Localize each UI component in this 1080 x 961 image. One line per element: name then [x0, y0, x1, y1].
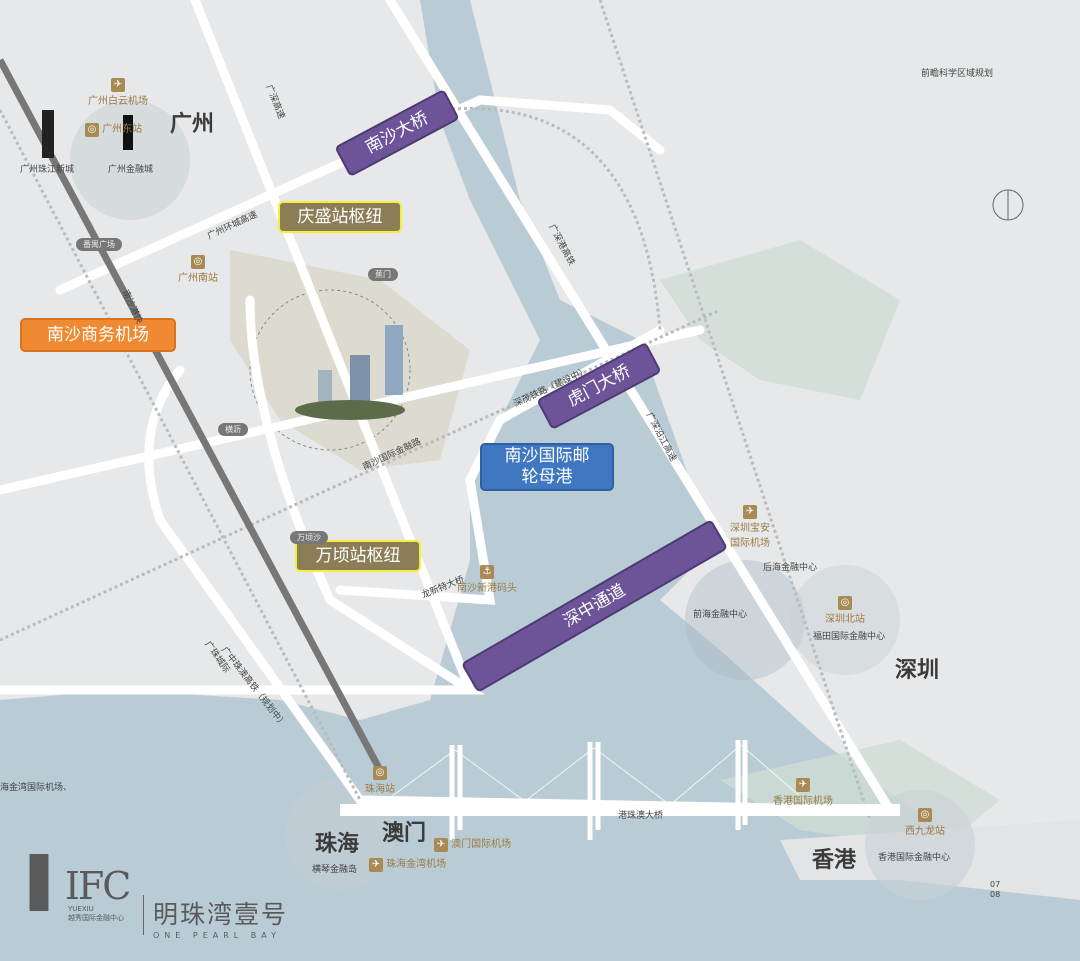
poi-west-kowloon: ◎ 西九龙站: [905, 808, 945, 837]
poi-zhuhai-airport: ✈ 珠海金湾机场: [369, 855, 446, 872]
metro-pill-wanqingsha: 万顷沙: [290, 531, 328, 544]
train-station-icon: ◎: [191, 255, 205, 269]
poi-gz-finance-city: 广州金融城: [108, 165, 154, 175]
finance-city-tower-icon: [123, 115, 133, 150]
poi-label: 珠海金湾机场: [386, 859, 447, 870]
city-shenzhen: 深圳: [895, 658, 940, 683]
poi-nansha-new-port: ⚓ 南沙新港码头: [457, 565, 517, 594]
zhujiang-tower-icon: [42, 110, 54, 158]
green-area-shenzhen: [660, 240, 900, 400]
train-station-icon: ◎: [918, 808, 932, 822]
airport-icon: ✈: [796, 778, 810, 792]
train-station-icon: ◎: [838, 596, 852, 610]
poi-zhuhai-airport-left: 海金湾国际机场、: [0, 783, 73, 793]
ifc-en: YUEXIU: [68, 905, 94, 913]
poi-gz-south-station: ◎ 广州南站: [178, 255, 218, 284]
city-guangzhou: 广州: [170, 112, 215, 137]
poi-macau-airport: ✈ 澳门国际机场: [434, 835, 511, 852]
poi-label: 广州白云机场: [88, 96, 148, 107]
wanqing-hub-tag: 万顷站枢纽: [295, 540, 421, 572]
airport-icon: ✈: [369, 858, 383, 872]
poi-hengqin: 横琴金融岛: [312, 865, 358, 875]
poi-sz-north-station: ◎ 深圳北站: [825, 596, 865, 625]
poi-qianhai: 前海金融中心: [693, 610, 748, 620]
train-station-icon: ◎: [373, 766, 387, 780]
poi-houhai: 后海金融中心: [763, 563, 818, 573]
page-current: 07: [990, 880, 1001, 889]
one-pearl-bay-logo: 明珠湾壹号 ONE PEARL BAY: [153, 895, 288, 940]
poi-label: 广州东站: [102, 124, 143, 135]
ifc-cn: 越秀国际金融中心: [68, 914, 124, 922]
top-right-note: 前瞻科学区域规划: [921, 69, 994, 79]
city-zhuhai: 珠海: [315, 832, 360, 857]
poi-label: 广州南站: [178, 273, 218, 284]
poi-label: 国际机场: [730, 538, 770, 549]
poi-label: 香港国际机场: [773, 796, 833, 807]
poi-label: 深圳宝安: [730, 523, 770, 534]
project-en: ONE PEARL BAY: [153, 931, 282, 940]
road-hzm-bridge: 港珠澳大桥: [618, 811, 664, 821]
cruise-port-line1: 南沙国际邮: [504, 446, 590, 466]
poi-futian: 福田国际金融中心: [813, 632, 886, 642]
poi-label: 深圳北站: [825, 614, 865, 625]
airport-icon: ✈: [434, 838, 448, 852]
logo-divider: [143, 895, 144, 935]
nansha-airport-tag: 南沙商务机场: [20, 318, 176, 352]
poi-gz-zhujiang: 广州珠江新城: [20, 165, 75, 175]
metro-pill-hengli: 横沥: [218, 423, 248, 436]
poi-gz-baiyun-airport: ✈ 广州白云机场: [88, 78, 148, 107]
ifc-mark: ▌IFC: [30, 855, 131, 911]
airport-icon: ✈: [743, 505, 757, 519]
page-total: 08: [990, 890, 1001, 899]
qingsheng-hub-tag: 庆盛站枢纽: [278, 201, 402, 233]
cruise-port-tag: 南沙国际邮 轮母港: [480, 443, 614, 491]
city-macau: 澳门: [382, 821, 427, 846]
project-cn: 明珠湾壹号: [153, 900, 289, 929]
anchor-icon: ⚓: [480, 565, 494, 579]
poi-hk-airport: ✈ 香港国际机场: [773, 778, 833, 807]
poi-label: 澳门国际机场: [451, 839, 512, 850]
poi-gz-east-station: ◎ 广州东站: [85, 120, 142, 137]
poi-hk-ifc: 香港国际金融中心: [878, 853, 951, 863]
ifc-towers-render: [295, 325, 405, 420]
poi-label: 南沙新港码头: [457, 583, 517, 594]
city-hongkong: 香港: [812, 848, 857, 873]
airport-icon: ✈: [111, 78, 125, 92]
poi-zhuhai-station: ◎ 珠海站: [365, 766, 395, 795]
metro-pill-xiangyan: 番禺广场: [76, 238, 122, 251]
ifc-logo: ▌IFC YUEXIU 越秀国际金融中心: [30, 855, 131, 923]
train-station-icon: ◎: [85, 123, 99, 137]
poi-label: 珠海站: [365, 784, 395, 795]
cruise-port-line2: 轮母港: [521, 467, 573, 487]
metro-pill-jiaomen: 蕉门: [368, 268, 398, 281]
poi-label: 西九龙站: [905, 826, 945, 837]
poi-sz-baoan-airport: ✈ 深圳宝安国际机场: [730, 505, 770, 549]
